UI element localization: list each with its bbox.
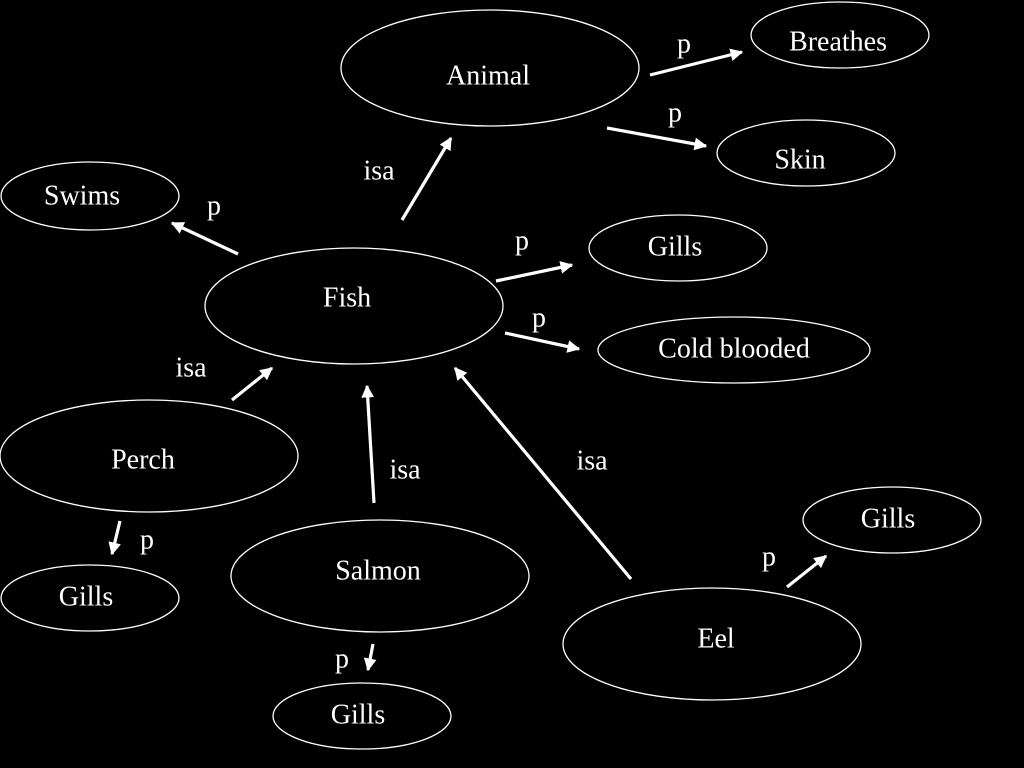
edge-fish-gills: p (495, 225, 574, 283)
edge-label-perch-gills: p (140, 524, 154, 555)
node-label-fish: Fish (323, 282, 371, 313)
node-label-gills-perch: Gills (59, 581, 113, 612)
node-label-cold-blooded: Cold blooded (658, 333, 810, 364)
node-gills-salmon: Gills (272, 682, 452, 750)
edge-eel-gills: p (762, 541, 828, 589)
node-animal: Animal (340, 9, 640, 127)
edge-label-salmon-gills: p (335, 643, 349, 674)
node-perch: Perch (0, 399, 299, 513)
node-label-swims: Swims (44, 180, 120, 211)
edge-label-animal-breathes: p (677, 28, 691, 59)
node-eel: Eel (562, 587, 862, 701)
edge-fish-cold-blooded: p (504, 302, 581, 353)
edge-label-perch-fish: isa (175, 352, 207, 383)
node-label-salmon: Salmon (335, 555, 421, 586)
node-label-gills-salmon: Gills (331, 699, 385, 730)
node-label-breathes: Breathes (789, 26, 887, 57)
edge-fish-animal: isa (363, 136, 453, 221)
edge-animal-skin: p (606, 97, 708, 151)
edge-label-eel-fish: isa (576, 445, 608, 476)
edge-label-animal-skin: p (668, 97, 682, 128)
node-gills-perch: Gills (0, 564, 180, 632)
edge-salmon-fish: isa (361, 384, 421, 504)
edge-perch-gills: p (108, 520, 154, 555)
node-label-perch: Perch (111, 444, 175, 475)
edge-fish-swims: p (170, 190, 239, 256)
node-label-eel: Eel (697, 623, 735, 654)
node-swims: Swims (0, 161, 180, 231)
edge-label-salmon-fish: isa (389, 454, 421, 485)
node-breathes: Breathes (750, 1, 930, 69)
edge-label-fish-swims: p (207, 190, 221, 221)
edge-eel-fish: isa (453, 366, 633, 581)
edge-perch-fish: isa (175, 352, 273, 402)
edge-label-fish-animal: isa (363, 155, 395, 186)
node-gills-fish: Gills (588, 214, 768, 282)
node-label-animal: Animal (446, 60, 530, 91)
node-fish: Fish (204, 247, 504, 365)
node-label-gills-fish: Gills (648, 231, 702, 262)
edge-salmon-gills: p (335, 643, 377, 674)
edge-label-fish-cold-blooded: p (532, 302, 546, 333)
node-skin: Skin (716, 119, 896, 187)
edge-label-fish-gills: p (515, 225, 529, 256)
node-label-skin: Skin (774, 144, 825, 175)
node-label-gills-eel: Gills (861, 503, 915, 534)
node-cold-blooded: Cold blooded (597, 316, 871, 384)
node-salmon: Salmon (230, 519, 530, 633)
edge-animal-breathes: p (649, 28, 744, 77)
edge-label-eel-gills: p (762, 541, 776, 572)
node-gills-eel: Gills (802, 486, 982, 554)
